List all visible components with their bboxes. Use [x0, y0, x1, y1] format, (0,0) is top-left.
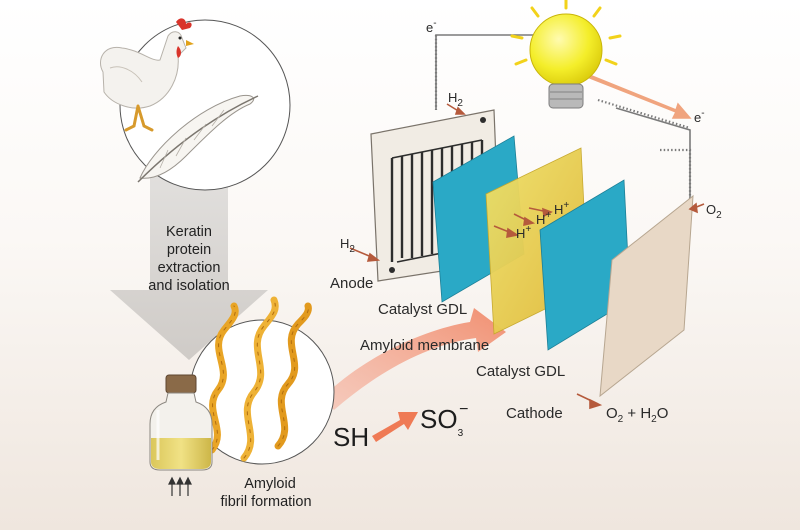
electron-label-left: e-: [426, 18, 437, 35]
cathode-plate: [599, 194, 694, 398]
catalyst-gdl-label-1: Catalyst GDL: [378, 301, 467, 318]
bottle-icon: [149, 374, 213, 471]
external-circuit: [434, 34, 692, 212]
keratin-step-line-1: Keratin: [166, 224, 212, 240]
proton-label-3: H+: [516, 224, 531, 241]
h2-top-label: H2: [448, 90, 463, 109]
cathode-label: Cathode: [506, 405, 563, 422]
process-arrow: [110, 168, 268, 360]
catalyst-gdl-label-2: Catalyst GDL: [476, 363, 565, 380]
conversion-arrow: [372, 412, 418, 442]
keratin-step-line-4: and isolation: [148, 278, 229, 294]
proton-label-1: H+: [554, 200, 569, 217]
gas-flow-arrows: [349, 103, 705, 410]
electron-label-right: e-: [694, 108, 705, 125]
h2-left-label: H2: [340, 236, 355, 255]
light-bulb-icon: [510, 0, 622, 109]
output-label: O2 + H2O: [606, 405, 668, 425]
electron-flow-arrow: [588, 75, 692, 119]
amyloid-fibril-icon: [208, 296, 312, 462]
sulfonate-label: SO3−: [420, 401, 468, 439]
thiol-label: SH: [333, 422, 369, 452]
fibril-step-line-2: fibril formation: [220, 494, 311, 510]
swoosh-arrow: [322, 308, 506, 410]
proton-label-2: H+: [536, 210, 551, 227]
amyloid-membrane-label: Amyloid membrane: [360, 337, 489, 354]
keratin-step-line-2: protein: [167, 242, 211, 258]
feather-icon: [137, 95, 259, 183]
chicken-icon: [99, 18, 194, 132]
keratin-step-line-3: extraction: [158, 260, 221, 276]
o2-label: O2: [706, 202, 722, 221]
fibril-step-line-1: Amyloid: [244, 476, 296, 492]
heat-arrows-icon: [168, 476, 192, 496]
anode-label: Anode: [330, 275, 373, 292]
